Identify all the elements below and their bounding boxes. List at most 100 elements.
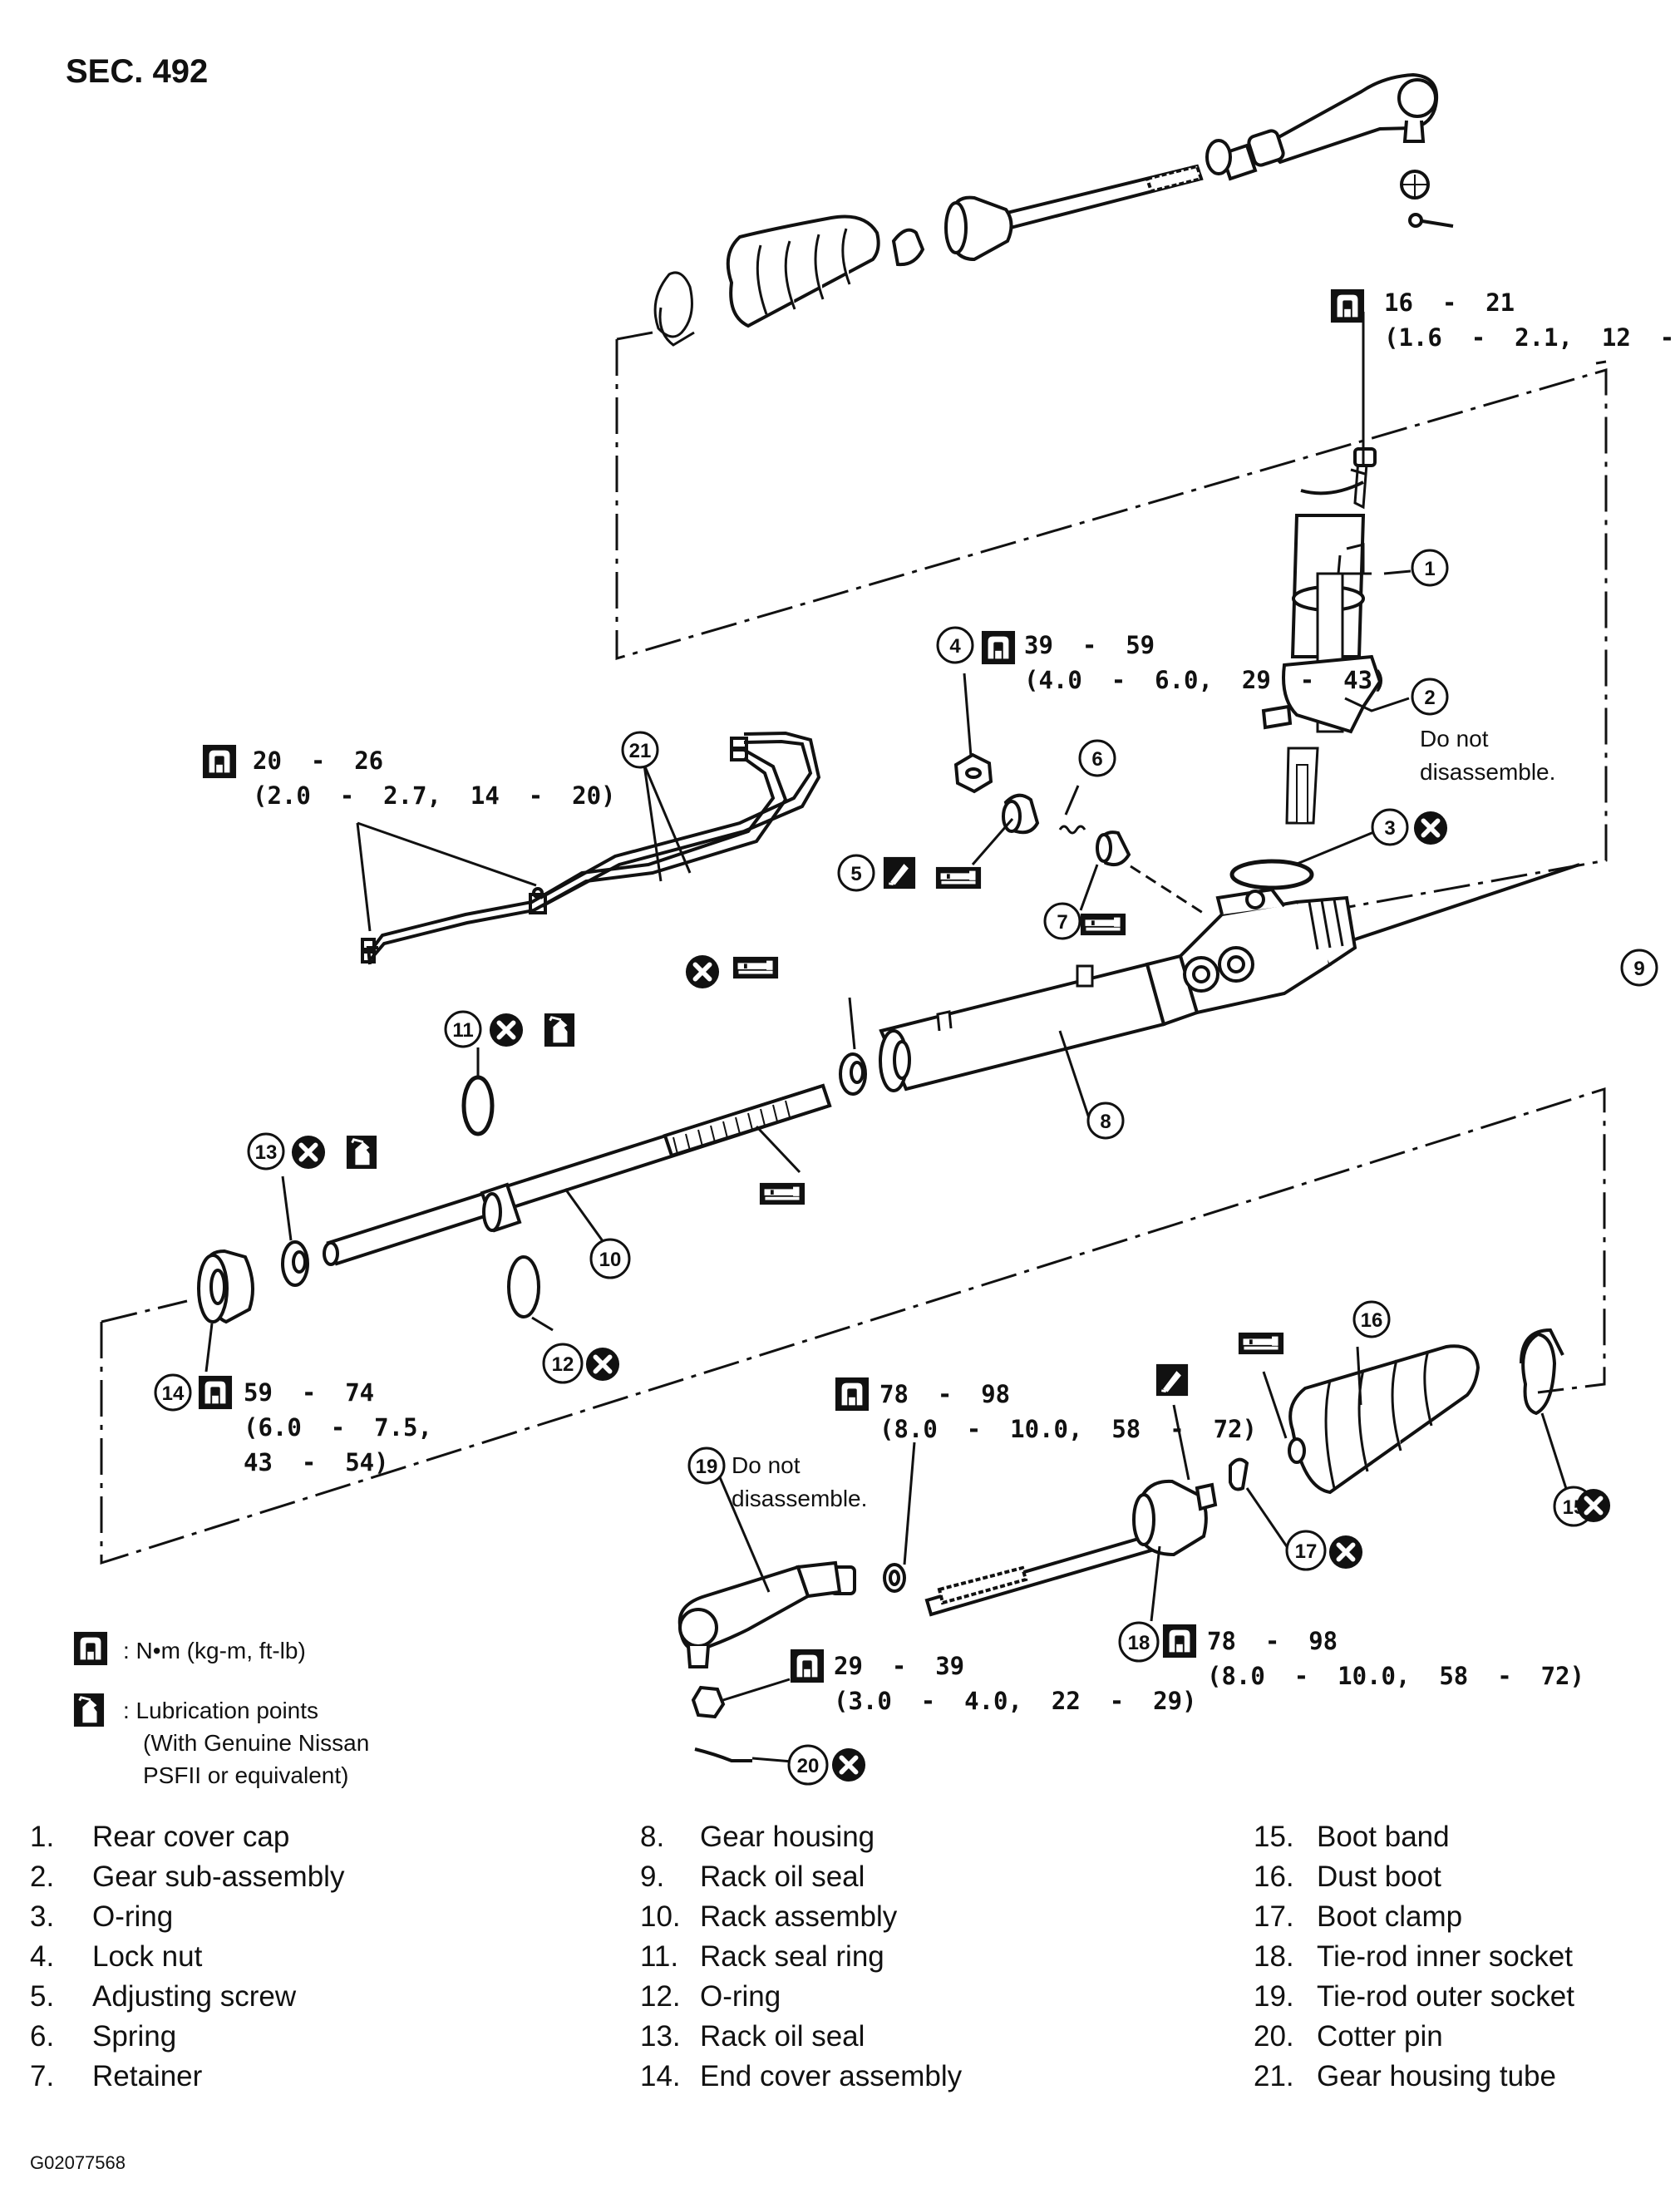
part-row: 4.Lock nut (30, 1937, 344, 1977)
torque-icon (1330, 288, 1365, 323)
callout-14: 14 (162, 1382, 185, 1405)
legend-torque-text: : N•m (kg-m, ft-lb) (123, 1638, 306, 1663)
torque-spec-14-alt-2: 43 - 54) (244, 1448, 389, 1476)
callout-4: 4 (949, 635, 961, 658)
grease-icon (1080, 913, 1126, 936)
part-row: 16. Dust boot (1254, 1857, 1574, 1897)
part-number: 20. (1254, 2020, 1294, 2053)
boot-band (1520, 1328, 1564, 1416)
torque-spec-4-nm: 39 - 59 (1024, 631, 1155, 659)
torque-icon (1162, 1624, 1197, 1658)
part-number: 14. (640, 2060, 681, 2092)
grease-icon (935, 866, 982, 890)
torque-icon (202, 744, 237, 779)
sealant-icons (883, 856, 1189, 1397)
part-row: 5.Adjusting screw (30, 1977, 344, 2017)
part-number: 21. (1254, 2060, 1294, 2092)
legend-lube-line-1: : Lubrication points (123, 1698, 319, 1723)
end-cover-assembly (197, 1249, 254, 1324)
torque-spec-4-alt: (4.0 - 6.0, 29 - 43) (1024, 666, 1387, 694)
part-name: Tie-rod inner socket (1317, 1940, 1573, 1973)
part-row: 14. End cover assembly (640, 2057, 962, 2097)
callout-5: 5 (850, 863, 861, 885)
part-name: Spring (92, 2020, 177, 2053)
part-row: 1.Rear cover cap (30, 1817, 344, 1857)
part-row: 2. Gear sub-assembly (30, 1857, 344, 1897)
part-row: 15.Boot band (1254, 1817, 1574, 1857)
grease-icon (1238, 1332, 1284, 1355)
part-name: End cover assembly (700, 2060, 963, 2092)
callout-7: 7 (1057, 911, 1067, 934)
part-name: Gear sub-assembly (92, 1861, 345, 1893)
not-reusable-icon (1329, 1535, 1362, 1569)
callout-6: 6 (1091, 748, 1102, 771)
upper-dust-boot (653, 214, 880, 347)
torque-icon (198, 1375, 233, 1410)
upper-tie-rod-inner-socket (891, 164, 1204, 267)
adjuster-parts (953, 752, 1131, 866)
rack-oil-seal-9 (839, 1052, 867, 1096)
torque-spec-21-alt: (2.0 - 2.7, 14 - 20) (253, 781, 616, 810)
not-reusable-icon (490, 1013, 523, 1047)
parts-list-column-1: 1.Rear cover cap 2. Gear sub-assembly 3.O… (30, 1817, 344, 2097)
part-name: Tie-rod outer socket (1317, 1980, 1574, 2013)
torque-icon (835, 1377, 870, 1412)
note-2-line-1: Do not (1420, 726, 1489, 752)
parts-list-column-2: 8.Gear housing 9.Rack oil seal 10.Rack a… (640, 1817, 962, 2097)
callout-21: 21 (629, 740, 652, 762)
torque-spec-1-alt: (1.6 - 2.1, 12 - 15) (1384, 323, 1675, 352)
lubrication-icon (73, 1693, 105, 1727)
rack-oil-seal-13 (281, 1240, 309, 1287)
torque-spec-21-nm: 20 - 26 (253, 747, 384, 775)
torque-spec-14-nm: 59 - 74 (244, 1378, 375, 1407)
part-number: 8. (640, 1821, 665, 1853)
note-2-line-2: disassemble. (1420, 759, 1556, 785)
torque-spec-1-nm: 16 - 21 (1384, 288, 1515, 317)
part-row: 3.O-ring (30, 1897, 344, 1937)
not-reusable-icon (686, 955, 719, 988)
sealant-icon (1155, 1363, 1189, 1397)
legend-lube-line-2: (With Genuine Nissan (143, 1730, 370, 1756)
torque-spec-20-alt: (3.0 - 4.0, 22 - 29) (834, 1687, 1197, 1715)
torque-spec-18-alt: (8.0 - 10.0, 58 - 72) (1207, 1662, 1584, 1690)
callout-10: 10 (599, 1249, 622, 1271)
part-number: 11. (640, 1940, 679, 1973)
gear-housing-tube (361, 731, 821, 965)
callout-18: 18 (1128, 1632, 1150, 1654)
part-name: Adjusting screw (92, 1980, 297, 2013)
lower-tie-rod-inner-socket (924, 1479, 1218, 1617)
torque-icon (73, 1631, 108, 1666)
parts-list-column-3: 15.Boot band 16.Dust boot 17.Boot clamp … (1254, 1817, 1574, 2097)
part-row: 19.Tie-rod outer socket (1254, 1977, 1574, 2017)
part-name: Dust boot (1317, 1861, 1441, 1893)
torque-icon (790, 1649, 825, 1683)
upper-tie-rod-outer-socket (1205, 72, 1454, 228)
part-number: 16. (1254, 1861, 1294, 1893)
callout-11: 11 (452, 1019, 473, 1042)
part-name: Rack oil seal (700, 1861, 865, 1893)
part-number: 18. (1254, 1940, 1294, 1973)
torque-spec-18-nm: 78 - 98 (1207, 1627, 1338, 1655)
gear-sub-assembly (1261, 446, 1382, 825)
torque-spec-19-nm: 78 - 98 (879, 1380, 1011, 1408)
o-ring-3 (1229, 859, 1314, 890)
leader-lines (204, 312, 1577, 1764)
part-number: 2. (30, 1861, 55, 1893)
grease-icon (759, 1182, 806, 1205)
torque-spec-19-alt: (8.0 - 10.0, 58 - 72) (879, 1415, 1257, 1443)
lower-tie-rod-outer-socket (677, 1560, 906, 1762)
part-number: 7. (30, 2060, 55, 2092)
part-row: 8.Gear housing (640, 1817, 962, 1857)
part-name: Cotter pin (1317, 2020, 1443, 2053)
callout-20: 20 (797, 1755, 820, 1777)
part-name: O-ring (700, 1980, 781, 2013)
callout-3: 3 (1384, 817, 1395, 840)
torque-spec-14-alt-1: (6.0 - 7.5, (244, 1413, 432, 1442)
legend-lube-line-3: PSFII or equivalent) (143, 1762, 349, 1788)
part-number: 15. (1254, 1821, 1294, 1853)
callout-19: 19 (696, 1456, 718, 1478)
part-row: 13.Rack oil seal (640, 2017, 962, 2057)
lubrication-icon (544, 1013, 575, 1047)
rack-seal-ring (461, 1075, 495, 1136)
